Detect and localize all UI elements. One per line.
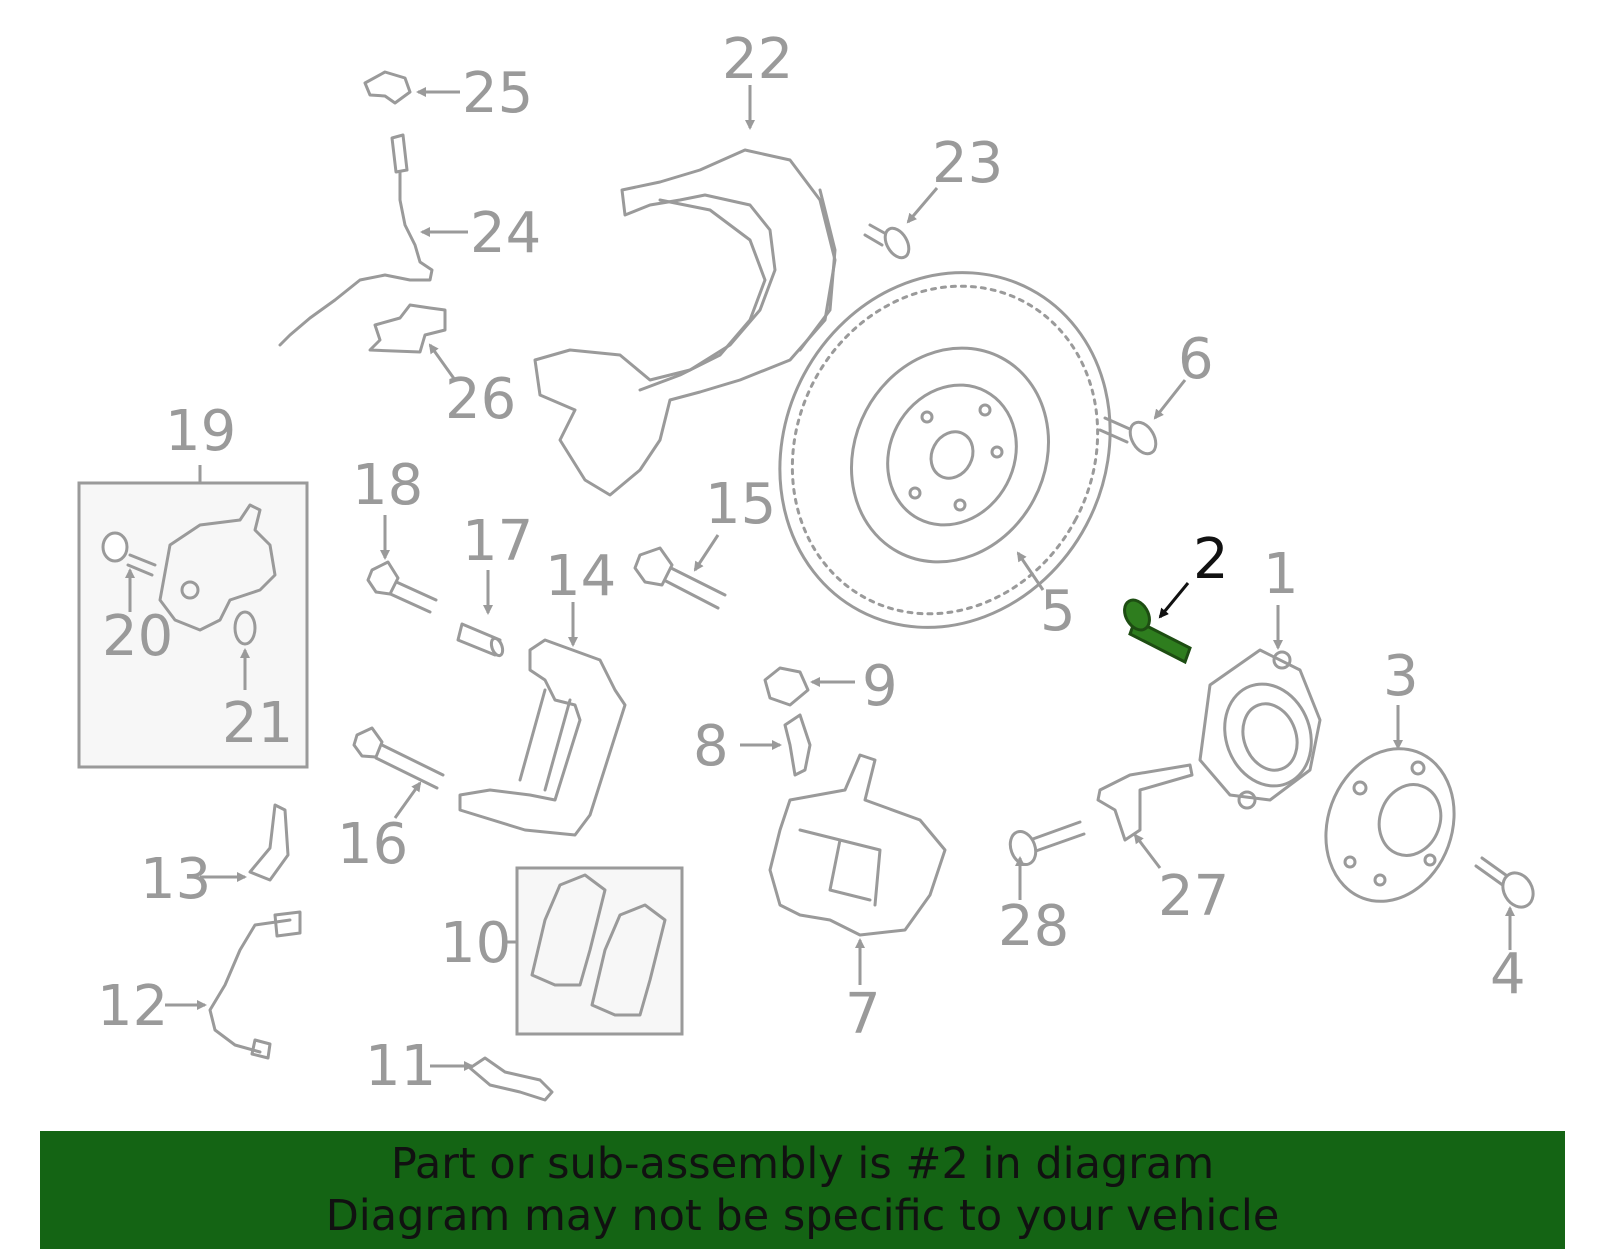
banner-line-1: Part or sub-assembly is #2 in diagram <box>390 1139 1215 1189</box>
part-10-brake-pads <box>530 873 667 1017</box>
part-3-wheel-hub <box>1324 747 1456 903</box>
part-6-bolt <box>1098 416 1158 456</box>
part-16-bolt <box>352 726 445 790</box>
label-1: 1 <box>1263 542 1299 607</box>
label-26: 26 <box>445 367 516 432</box>
label-11: 11 <box>365 1034 436 1099</box>
label-27: 27 <box>1158 864 1229 929</box>
label-9: 9 <box>862 654 898 719</box>
part-8-bleeder <box>783 713 812 777</box>
label-20: 20 <box>102 604 173 669</box>
part-12-wear-sensor <box>208 910 302 1060</box>
part-25-clip <box>363 70 412 105</box>
label-13: 13 <box>140 847 211 912</box>
part-13-bracket <box>248 803 290 882</box>
part-11-clip <box>468 1056 554 1102</box>
label-24: 24 <box>470 201 541 266</box>
label-2: 2 <box>1193 527 1229 592</box>
label-4: 4 <box>1490 942 1526 1007</box>
part-17-sleeve <box>456 622 505 658</box>
info-banner: Part or sub-assembly is #2 in diagram Di… <box>40 1131 1565 1249</box>
label-25: 25 <box>462 61 533 126</box>
part-23-bolt <box>863 223 911 260</box>
label-3: 3 <box>1383 644 1419 709</box>
label-15: 15 <box>705 472 776 537</box>
label-21: 21 <box>222 691 293 756</box>
part-14-caliper-bracket <box>458 638 627 837</box>
part-22-dust-shield <box>533 148 837 497</box>
label-16: 16 <box>337 812 408 877</box>
leader-lines <box>125 85 1515 1071</box>
part-10-box <box>515 866 684 1036</box>
label-8: 8 <box>693 714 729 779</box>
part-28-bolt <box>1008 820 1086 866</box>
part-15-bolt <box>633 546 727 610</box>
label-28: 28 <box>998 894 1069 959</box>
part-9-cap <box>763 666 810 707</box>
label-5: 5 <box>1040 579 1076 644</box>
part-4-bolt <box>1474 856 1535 909</box>
label-23: 23 <box>932 131 1003 196</box>
label-10: 10 <box>440 911 511 976</box>
part-5-brake-rotor <box>778 271 1112 629</box>
part-18-bolt <box>366 560 438 614</box>
part-27-speed-sensor <box>1096 763 1194 842</box>
banner-line-2: Diagram may not be specific to your vehi… <box>325 1191 1280 1241</box>
label-14: 14 <box>545 544 616 609</box>
label-6: 6 <box>1178 327 1214 392</box>
part-7-caliper <box>768 753 947 937</box>
label-18: 18 <box>352 453 423 518</box>
part-1-hub-bearing <box>1198 648 1322 810</box>
part-2-wheel-bolt-highlighted <box>1123 598 1192 665</box>
label-19: 19 <box>165 399 236 464</box>
label-12: 12 <box>97 974 168 1039</box>
part-26-bracket <box>368 303 447 354</box>
part-19-motor-assembly <box>101 503 277 646</box>
label-22: 22 <box>722 27 793 92</box>
label-17: 17 <box>462 509 533 574</box>
label-7: 7 <box>845 982 881 1047</box>
part-24-sensor-harness <box>278 133 434 347</box>
